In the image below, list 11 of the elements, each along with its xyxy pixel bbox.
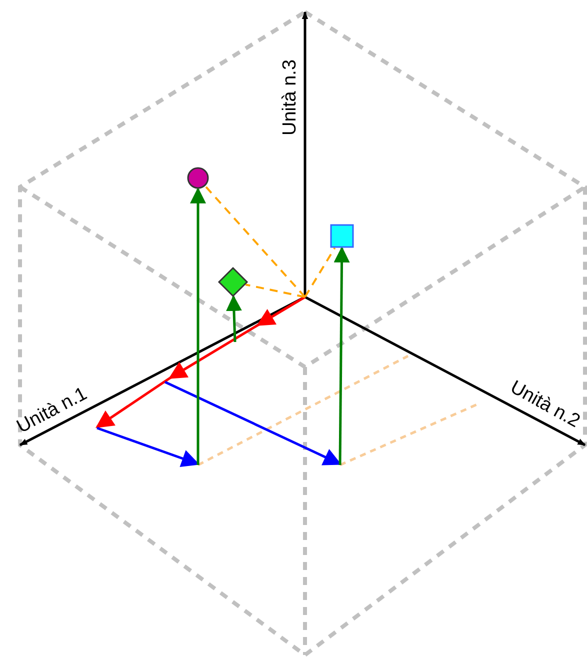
box-marker [329, 223, 355, 249]
arrow [226, 294, 242, 342]
arrow [334, 246, 350, 466]
dashed-line [204, 186, 306, 298]
dashed-line [245, 284, 306, 298]
circle-marker [186, 166, 210, 190]
axis-label: Unità n.3 [280, 58, 300, 136]
arrow [190, 187, 206, 465]
axis-label: Unità n.1 [14, 384, 90, 436]
diamond-marker [217, 266, 249, 298]
dashed-line [304, 247, 336, 298]
